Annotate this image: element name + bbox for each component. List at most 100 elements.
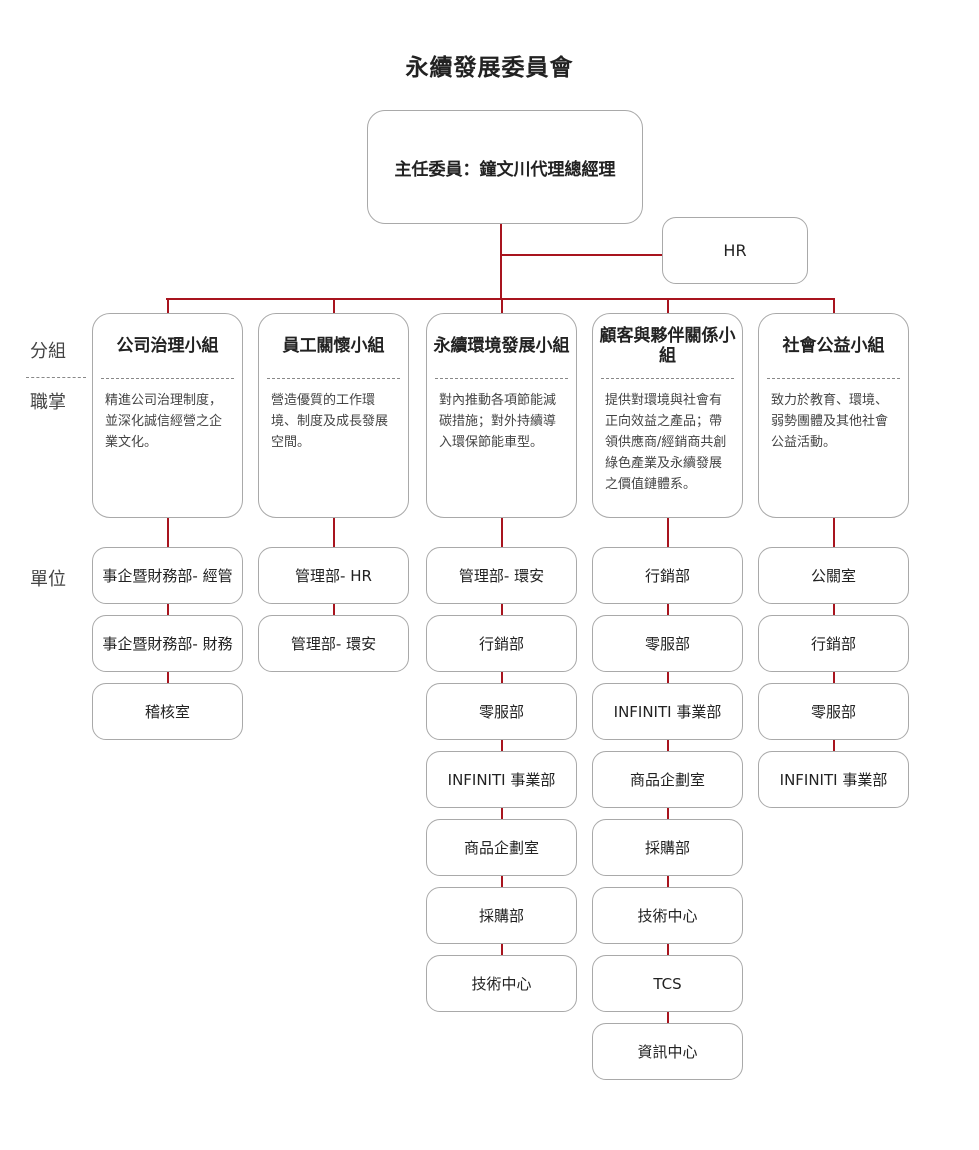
unit-connector-line — [667, 944, 669, 955]
unit-box: 零服部 — [758, 683, 909, 740]
group-to-unit-line — [667, 518, 669, 547]
group-box: 員工關懷小組營造優質的工作環境、制度及成長發展空間。 — [258, 313, 409, 518]
unit-label: 商品企劃室 — [629, 771, 705, 789]
unit-connector-line — [501, 944, 503, 955]
unit-label: INFINITI 事業部 — [779, 771, 888, 789]
label-duty: 職掌 — [30, 392, 66, 413]
hr-box: HR — [662, 217, 808, 284]
unit-box: 管理部- HR — [258, 547, 409, 604]
unit-box: 資訊中心 — [592, 1023, 743, 1080]
unit-connector-line — [833, 740, 835, 751]
group-duty: 精進公司治理制度，並深化誠信經營之企業文化。 — [105, 393, 223, 450]
group-title: 社會公益小組 — [782, 336, 885, 356]
unit-box: 管理部- 環安 — [258, 615, 409, 672]
unit-label: 技術中心 — [637, 907, 698, 925]
unit-box: 行銷部 — [758, 615, 909, 672]
group-box: 社會公益小組致力於教育、環境、弱勢團體及其他社會公益活動。 — [758, 313, 909, 518]
unit-label: 行銷部 — [810, 635, 856, 653]
unit-label: 零服部 — [810, 703, 856, 721]
group-title: 員工關懷小組 — [282, 336, 385, 356]
unit-label: 管理部- 環安 — [458, 567, 545, 585]
unit-connector-line — [501, 740, 503, 751]
unit-label: INFINITI 事業部 — [613, 703, 722, 721]
group-box: 公司治理小組精進公司治理制度，並深化誠信經營之企業文化。 — [92, 313, 243, 518]
group-title: 永續環境發展小組 — [433, 336, 570, 356]
unit-box: 零服部 — [592, 615, 743, 672]
group-separator — [435, 378, 568, 379]
unit-box: INFINITI 事業部 — [758, 751, 909, 808]
unit-label: 技術中心 — [471, 975, 532, 993]
unit-box: 行銷部 — [592, 547, 743, 604]
unit-label: 公關室 — [810, 567, 856, 585]
unit-box: 稽核室 — [92, 683, 243, 740]
group-drop-line — [333, 298, 335, 313]
unit-connector-line — [833, 672, 835, 683]
group-duty: 對內推動各項節能減碳措施；對外持續導入環保節能車型。 — [439, 393, 557, 450]
label-separator — [26, 377, 86, 378]
unit-connector-line — [501, 672, 503, 683]
unit-label: 資訊中心 — [637, 1043, 698, 1061]
group-to-unit-line — [833, 518, 835, 547]
hr-branch-line — [500, 254, 662, 256]
committee-title: 永續發展委員會 — [405, 55, 574, 81]
group-separator — [767, 378, 900, 379]
unit-box: 商品企劃室 — [592, 751, 743, 808]
unit-connector-line — [501, 808, 503, 819]
unit-connector-line — [833, 604, 835, 615]
group-duty: 營造優質的工作環境、制度及成長發展空間。 — [271, 393, 389, 450]
unit-box: 零服部 — [426, 683, 577, 740]
unit-box: 採購部 — [426, 887, 577, 944]
unit-label: 零服部 — [478, 703, 524, 721]
group-separator — [267, 378, 400, 379]
unit-box: INFINITI 事業部 — [426, 751, 577, 808]
unit-connector-line — [667, 876, 669, 887]
unit-box: 事企暨財務部- 經管 — [92, 547, 243, 604]
unit-label: INFINITI 事業部 — [447, 771, 556, 789]
group-to-unit-line — [333, 518, 335, 547]
unit-label: TCS — [653, 974, 682, 993]
group-box: 顧客與夥伴關係小組提供對環境與社會有正向效益之產品；帶領供應商/經銷商共創綠色產… — [592, 313, 743, 518]
group-drop-line — [833, 298, 835, 313]
unit-label: 商品企劃室 — [463, 839, 539, 857]
hr-label: HR — [723, 241, 747, 260]
unit-label: 事企暨財務部- 財務 — [102, 635, 233, 653]
unit-connector-line — [501, 604, 503, 615]
unit-box: 行銷部 — [426, 615, 577, 672]
group-duty: 提供對環境與社會有正向效益之產品；帶領供應商/經銷商共創綠色產業及永續發展之價值… — [605, 393, 727, 492]
unit-label: 採購部 — [644, 839, 690, 857]
unit-connector-line — [167, 604, 169, 615]
unit-label: 行銷部 — [478, 635, 524, 653]
unit-connector-line — [667, 604, 669, 615]
group-duty: 致力於教育、環境、弱勢團體及其他社會公益活動。 — [771, 393, 889, 450]
label-unit: 單位 — [30, 569, 66, 590]
chair-label: 主任委員：鐘文川代理總經理 — [394, 159, 616, 180]
group-title: 顧客與夥伴關係小組 — [599, 326, 736, 366]
unit-connector-line — [167, 672, 169, 683]
group-box: 永續環境發展小組對內推動各項節能減碳措施；對外持續導入環保節能車型。 — [426, 313, 577, 518]
group-to-unit-line — [167, 518, 169, 547]
unit-connector-line — [667, 1012, 669, 1023]
unit-label: 零服部 — [644, 635, 690, 653]
group-title: 公司治理小組 — [116, 336, 219, 356]
unit-connector-line — [333, 604, 335, 615]
unit-connector-line — [667, 808, 669, 819]
group-separator — [601, 378, 734, 379]
unit-connector-line — [667, 740, 669, 751]
unit-box: INFINITI 事業部 — [592, 683, 743, 740]
unit-label: 行銷部 — [644, 567, 690, 585]
unit-box: 管理部- 環安 — [426, 547, 577, 604]
group-drop-line — [667, 298, 669, 313]
unit-box: 商品企劃室 — [426, 819, 577, 876]
chair-down-line — [500, 224, 502, 299]
group-drop-line — [501, 298, 503, 313]
unit-box: 事企暨財務部- 財務 — [92, 615, 243, 672]
group-separator — [101, 378, 234, 379]
unit-label: 採購部 — [478, 907, 524, 925]
unit-connector-line — [667, 672, 669, 683]
group-bus-line — [166, 298, 833, 300]
group-to-unit-line — [501, 518, 503, 547]
unit-box: 技術中心 — [426, 955, 577, 1012]
unit-label: 管理部- HR — [295, 567, 372, 585]
unit-box: 公關室 — [758, 547, 909, 604]
chair-box: 主任委員：鐘文川代理總經理 — [367, 110, 643, 224]
